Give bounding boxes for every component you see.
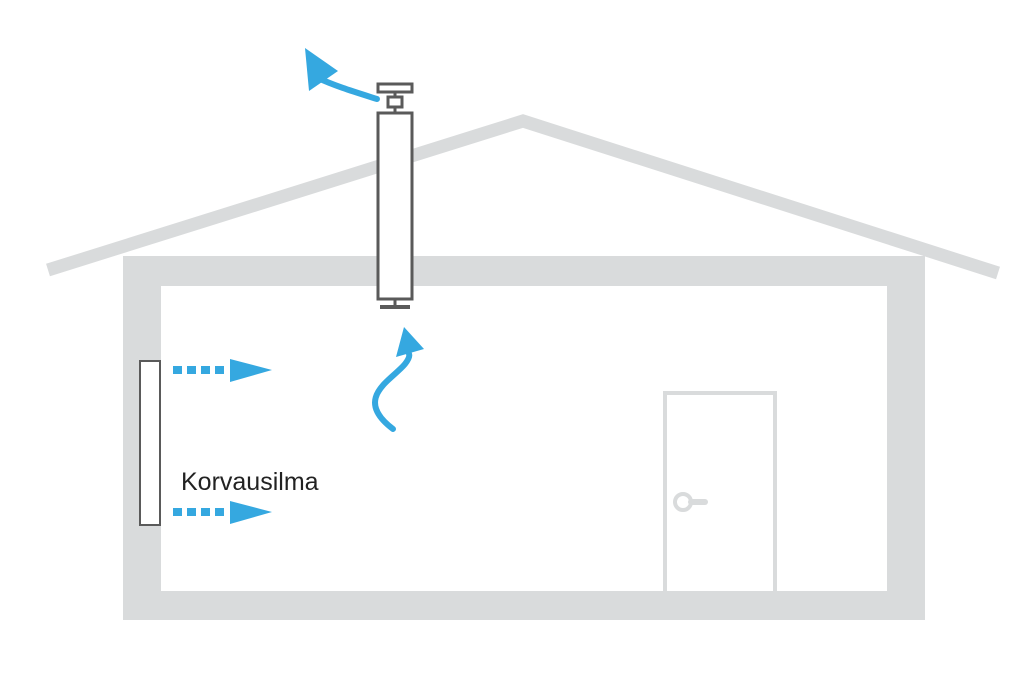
replacement-air-label: Korvausilma: [181, 468, 319, 496]
fan-cap: [376, 82, 414, 94]
right-wall: [887, 256, 925, 620]
replacement-air-vent: [139, 360, 161, 526]
floor: [123, 591, 925, 620]
house-structure: [123, 256, 925, 620]
vent-pipe: [376, 111, 414, 301]
indoor-air-arrow: [372, 327, 424, 432]
door: [663, 391, 777, 595]
replacement-air-arrow-lower: [173, 501, 272, 524]
roof: [46, 114, 1000, 280]
ceiling: [123, 256, 925, 286]
replacement-air-arrow-upper: [173, 359, 272, 382]
exhaust-fan-icon: [376, 82, 414, 309]
exhaust-arrow: [305, 48, 380, 102]
door-handle-icon: [673, 492, 708, 512]
